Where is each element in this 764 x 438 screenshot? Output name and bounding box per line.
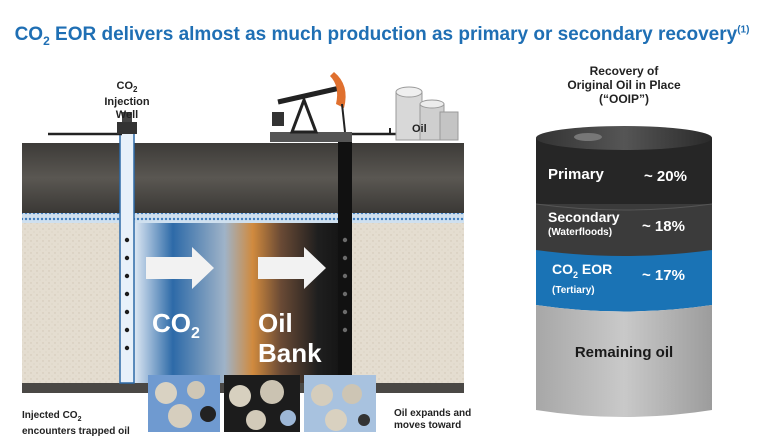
flow-arrow-oil	[258, 247, 326, 289]
oil-storage-tanks	[395, 86, 459, 141]
co2-zone-label: CO2	[152, 308, 200, 343]
oil-tank-label: Oil	[412, 123, 427, 135]
recovery-cylinder	[535, 126, 713, 417]
water-layer	[22, 213, 464, 223]
segment-primary-label: Primary	[548, 166, 604, 183]
cap-rock-layer	[22, 143, 464, 213]
segment-secondary-label: Secondary (Waterfloods)	[548, 209, 620, 238]
recovery-header: Recovery of Original Oil in Place (“OOIP…	[567, 64, 681, 106]
segment-primary-value: ~ 20%	[644, 168, 687, 185]
injection-well-label: CO2 Injection Well	[104, 80, 150, 122]
pump-jack	[270, 72, 352, 142]
segment-secondary-value: ~ 18%	[642, 218, 685, 235]
flow-arrow-co2	[146, 247, 214, 289]
caption-right: Oil expands and moves toward	[394, 408, 472, 431]
flood-front	[134, 223, 350, 383]
segment-co2-eor-label: CO2 EOR (Tertiary)	[552, 261, 613, 296]
segment-remaining-label: Remaining oil	[574, 344, 674, 361]
page-title: CO2 EOR delivers almost as much producti…	[14, 24, 750, 48]
pore-images	[148, 375, 376, 432]
oil-bank-label: Oil Bank	[258, 308, 322, 368]
caption-left: Injected CO2 encounters trapped oil	[22, 410, 130, 437]
segment-co2-eor-value: ~ 17%	[642, 267, 685, 284]
